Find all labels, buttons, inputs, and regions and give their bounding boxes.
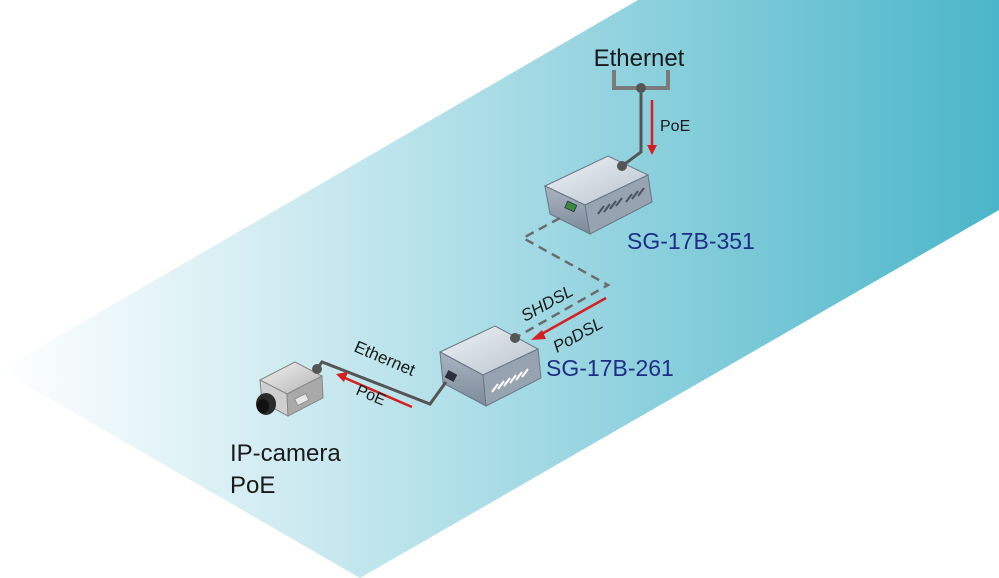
podsl-arrow <box>537 296 607 338</box>
poe-arrow-camera-head <box>336 372 348 382</box>
label-ip-camera-poe: PoE <box>230 472 275 499</box>
ip-camera-icon <box>256 361 324 417</box>
connector-node <box>510 333 520 343</box>
label-poe-top: PoE <box>660 118 690 135</box>
poe-arrow-top-head <box>647 145 657 155</box>
ethernet-cable-top <box>621 88 643 168</box>
connector-node <box>312 364 322 374</box>
label-sg-17b-261: SG-17B-261 <box>546 355 674 381</box>
label-ip-camera: IP-camera <box>230 440 341 467</box>
poe-arrow-camera <box>344 376 413 409</box>
podsl-arrow-head <box>531 330 546 340</box>
label-sg-17b-351: SG-17B-351 <box>627 228 755 254</box>
connector-node <box>617 161 627 171</box>
label-ethernet-top: Ethernet <box>594 45 685 72</box>
device-sg-17b-351 <box>543 155 653 235</box>
shdsl-line <box>514 216 611 340</box>
